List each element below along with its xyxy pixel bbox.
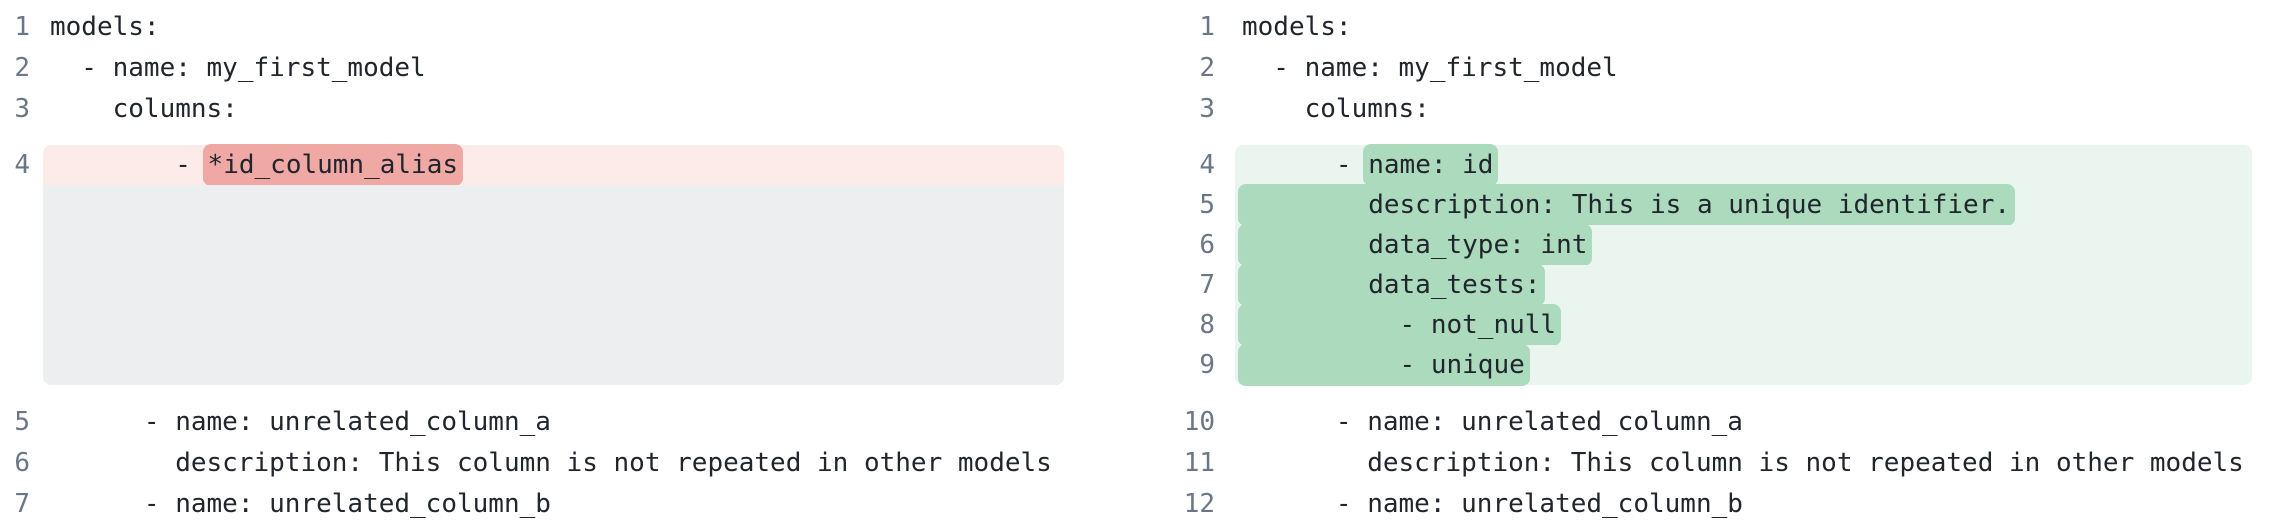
- code-line: 12 - name: unrelated_column_b: [1163, 483, 2252, 524]
- line-number: 2: [1199, 52, 1215, 83]
- removed-lines-group: 4 - *id_column_alias: [0, 144, 1064, 385]
- line-number: 11: [1183, 447, 1215, 478]
- code-text: columns:: [1242, 93, 1430, 124]
- code-text: - name: my_first_model: [1242, 52, 1618, 83]
- added-token-highlight: data_tests:: [1238, 264, 1546, 306]
- added-token-highlight: description: This is a unique identifier…: [1238, 184, 2016, 226]
- code-line: 6 description: This column is not repeat…: [0, 442, 1064, 483]
- added-token-highlight: data_type: int: [1238, 224, 1593, 266]
- code-text: - unique: [1235, 344, 2252, 386]
- added-code-line: 5 description: This is a unique identifi…: [1163, 184, 2252, 226]
- code-text: columns:: [50, 93, 238, 124]
- line-number: 1: [1199, 11, 1215, 42]
- line-number: 4: [1199, 150, 1215, 180]
- code-text: - name: unrelated_column_a: [1242, 406, 1743, 437]
- line-number: 7: [14, 488, 30, 519]
- added-token-highlight: name: id: [1363, 144, 1499, 186]
- line-number: 1: [14, 11, 30, 42]
- code-text: - name: unrelated_column_b: [1242, 488, 1743, 519]
- code-text: - name: unrelated_column_b: [50, 488, 551, 519]
- added-code-line: 6 data_type: int: [1163, 224, 2252, 266]
- line-number: 5: [14, 406, 30, 437]
- code-text: - name: unrelated_column_a: [50, 406, 551, 437]
- code-line: 10 - name: unrelated_column_a: [1163, 401, 2252, 442]
- code-text: data_tests:: [1235, 264, 2252, 306]
- code-line: 2 - name: my_first_model: [0, 47, 1064, 88]
- line-number: 10: [1183, 406, 1215, 437]
- code-text: - not_null: [1235, 304, 2252, 346]
- code-line: 1 models:: [1163, 6, 2252, 47]
- line-number: 2: [14, 52, 30, 83]
- line-number: 6: [1199, 230, 1215, 260]
- line-number: 3: [1199, 93, 1215, 124]
- line-number: 3: [14, 93, 30, 124]
- line-number: 7: [1199, 270, 1215, 300]
- code-text: description: This column is not repeated…: [50, 447, 1052, 478]
- code-text: - name: id: [1235, 144, 2252, 186]
- line-number: 8: [1199, 310, 1215, 340]
- code-line: 2 - name: my_first_model: [1163, 47, 2252, 88]
- line-number: 4: [14, 150, 30, 180]
- line-number: 12: [1183, 488, 1215, 519]
- code-text: description: This is a unique identifier…: [1235, 184, 2252, 226]
- code-text: data_type: int: [1235, 224, 2252, 266]
- code-line: 3 columns:: [0, 88, 1064, 129]
- code-line: 11 description: This column is not repea…: [1163, 442, 2252, 483]
- code-text: - name: my_first_model: [50, 52, 426, 83]
- added-code-line: 7 data_tests:: [1163, 264, 2252, 306]
- collapsed-placeholder-block: [0, 185, 1064, 385]
- added-code-line: 8 - not_null: [1163, 304, 2252, 346]
- line-number: 5: [1199, 190, 1215, 220]
- code-line: 1 models:: [0, 6, 1064, 47]
- code-text: - *id_column_alias: [43, 144, 1064, 186]
- placeholder-area: [43, 185, 1064, 385]
- code-line: 7 - name: unrelated_column_b: [0, 483, 1064, 524]
- added-token-highlight: - unique: [1238, 344, 1530, 386]
- code-line: 3 columns:: [1163, 88, 2252, 129]
- code-text: models:: [50, 11, 160, 42]
- code-text: description: This column is not repeated…: [1242, 447, 2244, 478]
- code-line: 5 - name: unrelated_column_a: [0, 401, 1064, 442]
- code-text: models:: [1242, 11, 1352, 42]
- added-code-line: 4 - name: id: [1163, 144, 2252, 186]
- line-number: 6: [14, 447, 30, 478]
- added-token-highlight: - not_null: [1238, 304, 1562, 346]
- removed-code-line: 4 - *id_column_alias: [0, 144, 1064, 186]
- added-code-line: 9 - unique: [1163, 344, 2252, 386]
- removed-token-highlight: *id_column_alias: [202, 144, 463, 186]
- line-number: 9: [1199, 350, 1215, 380]
